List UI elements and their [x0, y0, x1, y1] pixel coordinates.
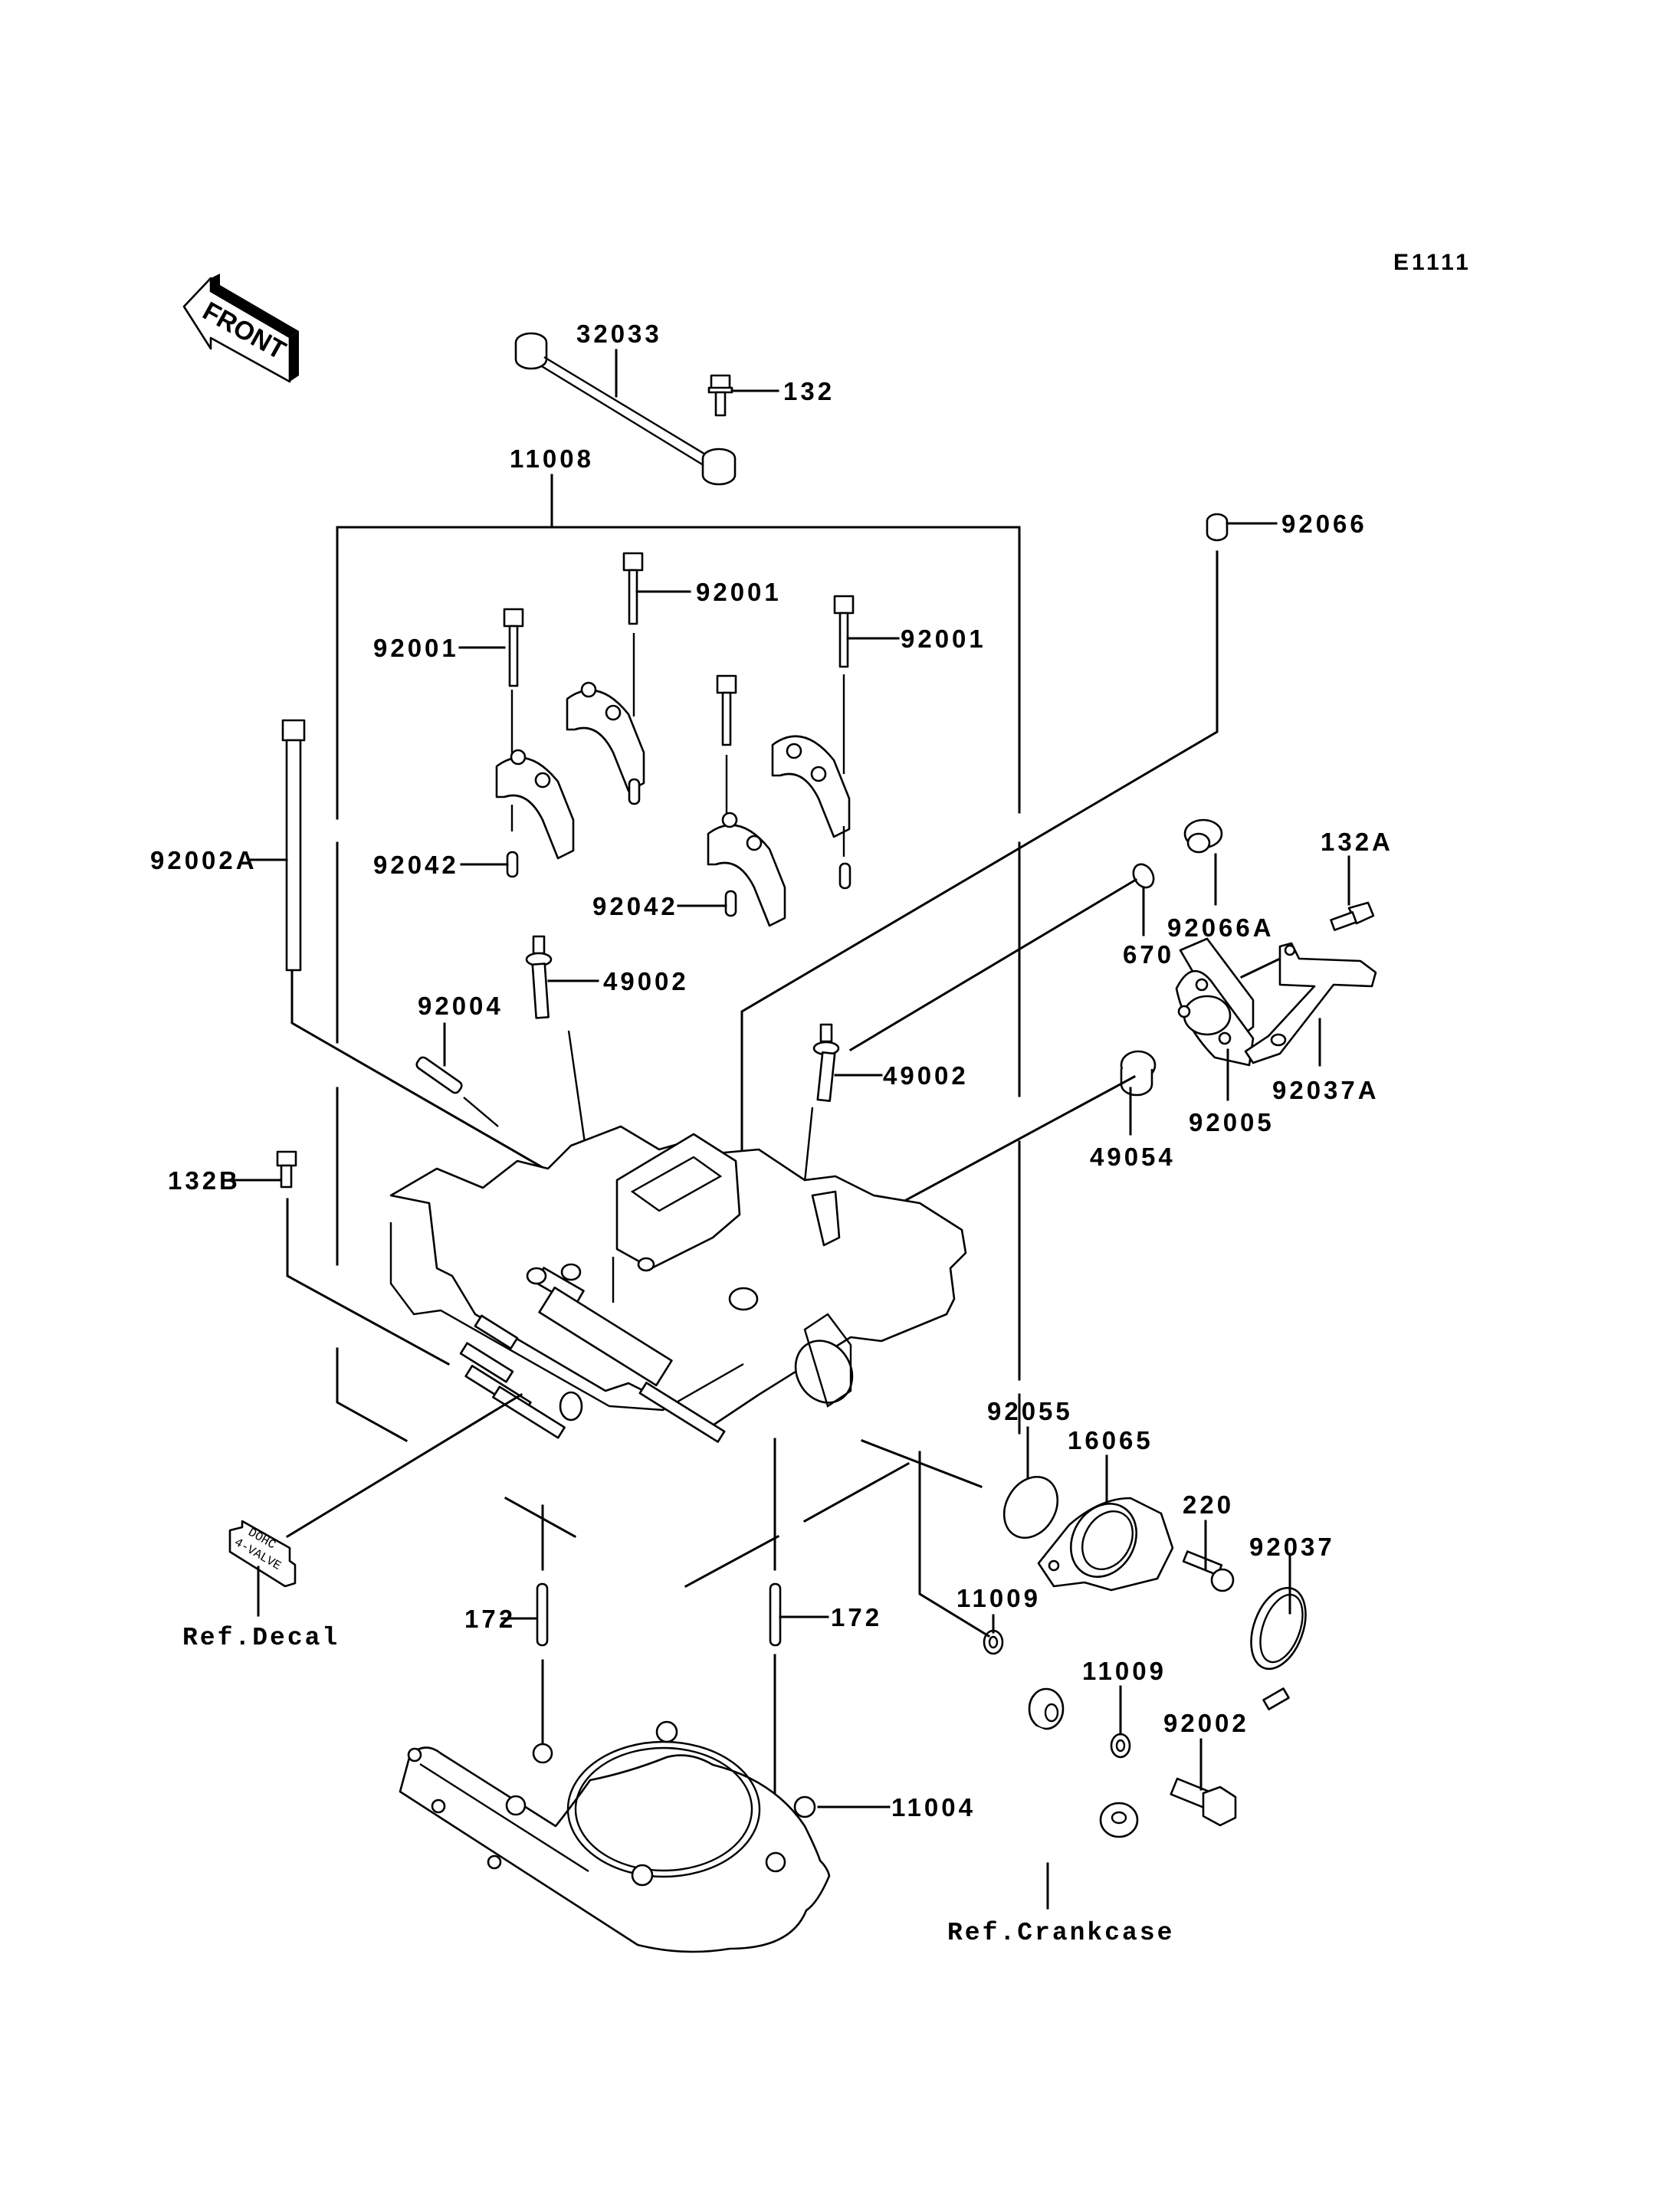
callout-172-a: 172 — [464, 1605, 516, 1633]
part-92001-bolt-a[interactable] — [503, 608, 524, 687]
callout-92001-b: 92001 — [696, 578, 782, 606]
part-132-bolt[interactable] — [707, 374, 733, 417]
part-92055-o-ring[interactable] — [993, 1467, 1068, 1548]
part-132A-bolt[interactable] — [1330, 901, 1375, 932]
callout-11004: 11004 — [891, 1793, 976, 1822]
part-92042-dowel-d[interactable] — [724, 890, 737, 917]
callout-132A: 132A — [1321, 828, 1393, 856]
part-11004-head-gasket[interactable] — [399, 1720, 831, 1953]
part-172-stud-b[interactable] — [769, 1582, 782, 1647]
front-arrow-icon: FRONT — [182, 274, 299, 383]
callout-92002A: 92002A — [150, 846, 258, 874]
part-49054-plug[interactable] — [1120, 1050, 1157, 1097]
part-92001-bolt-d[interactable] — [716, 674, 737, 746]
callout-92037: 92037 — [1249, 1533, 1335, 1561]
part-92042-dowel-c[interactable] — [838, 862, 851, 890]
camshaft-cap-4[interactable] — [707, 812, 786, 927]
ref-crankcase-label[interactable]: Ref.Crankcase — [947, 1919, 1174, 1947]
part-16065-carb-holder[interactable] — [1037, 1492, 1174, 1592]
part-92001-bolt-b[interactable] — [622, 552, 644, 625]
callout-49054: 49054 — [1090, 1143, 1176, 1171]
callout-172-b: 172 — [831, 1603, 882, 1631]
camshaft-cap-2[interactable] — [566, 681, 645, 792]
callout-92042-a: 92042 — [373, 851, 459, 879]
part-132B-bolt[interactable] — [276, 1150, 297, 1189]
part-92037-clamp[interactable] — [1241, 1580, 1316, 1710]
callout-11009-a: 11009 — [956, 1584, 1041, 1612]
callout-11008: 11008 — [510, 444, 594, 473]
callout-92001-a: 92001 — [373, 634, 459, 662]
part-92042-dowel-b[interactable] — [628, 778, 641, 805]
part-32033-rod[interactable] — [514, 332, 737, 486]
ref-decal-label[interactable]: Ref.Decal — [182, 1624, 340, 1652]
callout-92066A: 92066A — [1167, 913, 1275, 942]
part-92002-bolt[interactable] — [1170, 1777, 1237, 1827]
callout-92055: 92055 — [987, 1397, 1073, 1425]
callout-670: 670 — [1123, 940, 1174, 969]
part-172-stud-a[interactable] — [536, 1582, 549, 1647]
callout-220: 220 — [1183, 1490, 1234, 1519]
part-92002A-stud[interactable] — [281, 719, 306, 972]
camshaft-cap-1[interactable] — [495, 749, 575, 860]
part-49002-guide-a[interactable] — [525, 935, 553, 1019]
callout-132B: 132B — [168, 1166, 241, 1195]
callout-32033: 32033 — [576, 320, 662, 348]
callout-92037A: 92037A — [1272, 1076, 1380, 1104]
callout-49002-a: 49002 — [603, 967, 689, 995]
decal-dohc-4-valve[interactable]: DOHC 4-VALVE — [228, 1520, 297, 1588]
part-11009-washer-b[interactable] — [1110, 1733, 1131, 1759]
callout-92066: 92066 — [1281, 510, 1367, 538]
callout-16065: 16065 — [1068, 1426, 1153, 1454]
callout-92004: 92004 — [418, 992, 504, 1020]
part-49002-guide-b[interactable] — [812, 1023, 840, 1102]
part-92005-fitting[interactable] — [1175, 937, 1255, 1067]
camshaft-cap-3[interactable] — [771, 735, 851, 838]
part-92001-bolt-c[interactable] — [833, 595, 855, 668]
callout-11009-b: 11009 — [1082, 1657, 1166, 1685]
callout-92042-b: 92042 — [592, 892, 678, 920]
part-92066-plug[interactable] — [1206, 513, 1229, 542]
callout-132: 132 — [783, 377, 835, 405]
part-92042-dowel-a[interactable] — [506, 851, 519, 878]
callout-92001-c: 92001 — [901, 625, 986, 653]
oil-pipe[interactable] — [992, 1687, 1139, 1877]
part-92004-stud[interactable] — [415, 1056, 463, 1095]
callout-49002-b: 49002 — [883, 1061, 969, 1090]
diagram-code: E1111 — [1393, 250, 1472, 275]
callout-92005: 92005 — [1189, 1108, 1275, 1136]
cylinder-head[interactable] — [389, 1125, 967, 1443]
part-92037A-bracket[interactable] — [1244, 942, 1377, 1064]
part-92066A-plug[interactable] — [1183, 818, 1223, 854]
callout-92002: 92002 — [1163, 1709, 1249, 1737]
part-220-screw[interactable] — [1182, 1550, 1235, 1592]
